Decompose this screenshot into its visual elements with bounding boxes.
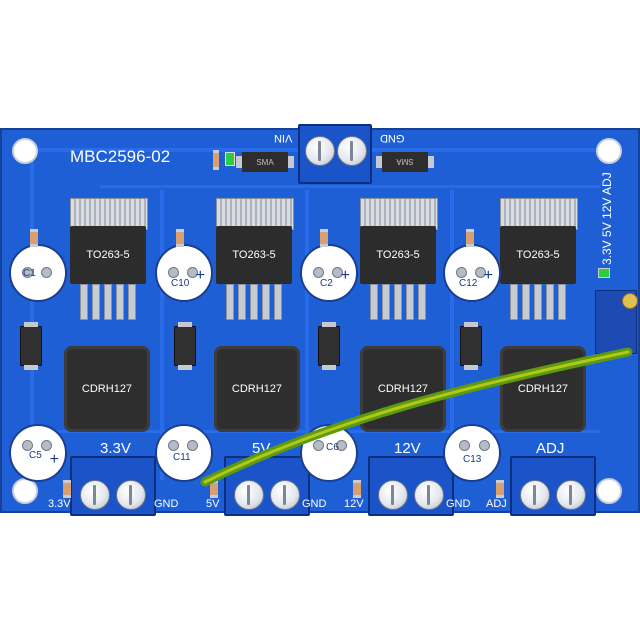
pin-label-gnd: GND [302,498,327,510]
output-label: ADJ [536,440,565,457]
resistor [213,150,219,170]
pin-label-out: 12V [344,498,364,510]
resistor [176,229,184,247]
ic-pins [226,284,282,320]
output-label: 12V [394,440,421,457]
pin-label-gnd: GND [446,498,471,510]
screw-icon[interactable] [337,136,367,166]
regulator-ic: TO263-5 [70,226,146,284]
regulator-ic: TO263-5 [216,226,292,284]
output-terminal-block[interactable] [368,456,454,516]
input-capacitor: C2 + [300,244,358,302]
schottky-diode [318,322,340,370]
output-terminal-block[interactable] [70,456,156,516]
ic-pins [510,284,566,320]
mounting-hole [12,138,38,164]
trimmer-screw-icon[interactable] [622,293,638,309]
input-capacitor: C1 [9,244,67,302]
schottky-diode [174,322,196,370]
regulator-ic: TO263-5 [360,226,436,284]
led-indicator [598,268,610,278]
pin-label-out: 5V [206,498,220,510]
resistor [466,229,474,247]
screw-icon[interactable] [414,480,444,510]
screw-icon[interactable] [305,136,335,166]
output-label: 3.3V [100,440,131,457]
screw-icon[interactable] [378,480,408,510]
input-terminal-block[interactable] [298,124,372,184]
input-capacitor: C10 + [155,244,213,302]
board-title: MBC2596-02 [70,147,171,166]
screw-icon[interactable] [556,480,586,510]
mounting-hole [596,478,622,504]
input-diode: SMA [236,152,294,172]
output-terminal-block[interactable] [510,456,596,516]
output-capacitor: C6 [300,424,358,482]
screw-icon[interactable] [520,480,550,510]
output-capacitor: C13 [443,424,501,482]
output-capacitor: C5 + [9,424,67,482]
potentiometer[interactable] [595,290,638,354]
mounting-hole [12,478,38,504]
inductor: CDRH127 [214,346,300,432]
copper-trace [305,190,309,480]
screw-icon[interactable] [234,480,264,510]
copper-trace [100,185,600,188]
resistor [30,229,38,247]
pin-label-out: 3.3V [48,498,71,510]
mounting-hole [596,138,622,164]
regulator-ic: TO263-5 [500,226,576,284]
copper-trace [30,148,34,488]
screw-icon[interactable] [116,480,146,510]
screw-icon[interactable] [80,480,110,510]
pin-label-out: ADJ [486,498,507,510]
led-indicator [225,152,235,166]
ic-label: TO263-5 [86,249,130,261]
copper-trace [450,190,454,480]
ic-heat-tab [360,198,438,230]
screw-icon[interactable] [270,480,300,510]
schottky-diode [20,322,42,370]
ic-pins [80,284,136,320]
schottky-diode [460,322,482,370]
pin-label-gnd: GND [154,498,179,510]
ic-heat-tab [500,198,578,230]
inductor: CDRH127 [64,346,150,432]
resistor [496,480,504,498]
resistor [320,229,328,247]
resistor [353,480,361,498]
output-capacitor: C11 [155,424,213,482]
copper-trace [160,190,164,480]
ic-pins [370,284,426,320]
resistor [63,480,71,498]
